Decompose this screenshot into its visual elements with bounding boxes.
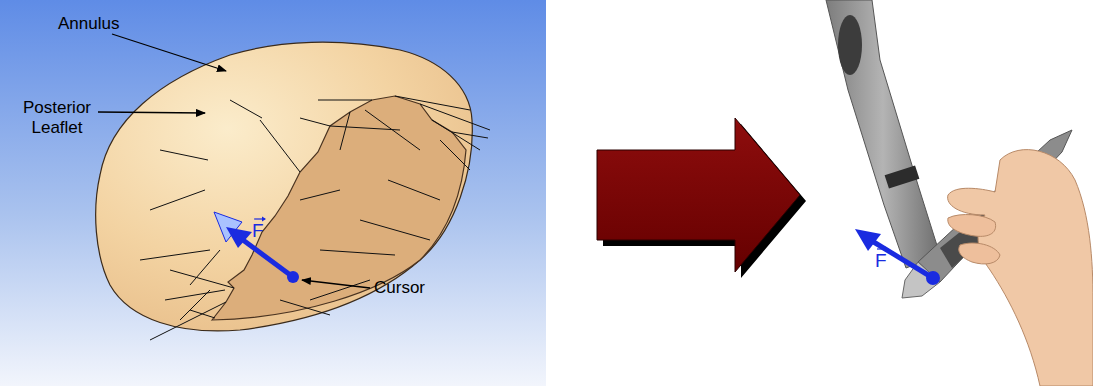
force-symbol: F [875,250,887,272]
part-label: Posterior Leaflet [12,98,102,137]
part-label: Cursor [374,278,425,298]
force-symbol: F [252,220,264,242]
part-label: Annulus [58,14,119,34]
